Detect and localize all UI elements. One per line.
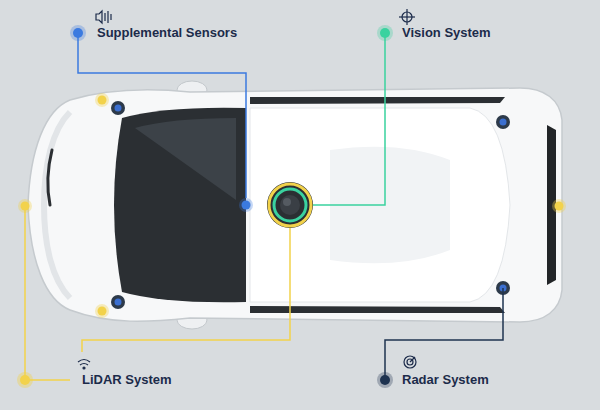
- windshield-reflection: [135, 118, 236, 200]
- lidar-dome: [267, 182, 313, 228]
- callout-icon: [78, 9, 416, 369]
- leader-line: [25, 206, 70, 380]
- callout-label: Supplemental Sensors: [97, 25, 237, 41]
- vehicle-body: [28, 88, 562, 322]
- leader-line: [385, 288, 503, 379]
- callout-label: Vision System: [402, 25, 491, 41]
- leader-line: [78, 33, 246, 198]
- leader-line: [312, 33, 385, 205]
- callout-label: LiDAR System: [82, 372, 172, 388]
- callout-marker: [17, 25, 393, 388]
- side-window: [250, 306, 505, 313]
- hood-shade: [44, 112, 70, 298]
- front-vent: [48, 150, 52, 205]
- windshield: [114, 108, 246, 303]
- leader-line: [82, 228, 290, 352]
- sensor-pods: [111, 101, 510, 309]
- sensor-dot: [18, 93, 566, 318]
- callout-label: Radar System: [402, 372, 489, 388]
- side-window: [250, 97, 505, 104]
